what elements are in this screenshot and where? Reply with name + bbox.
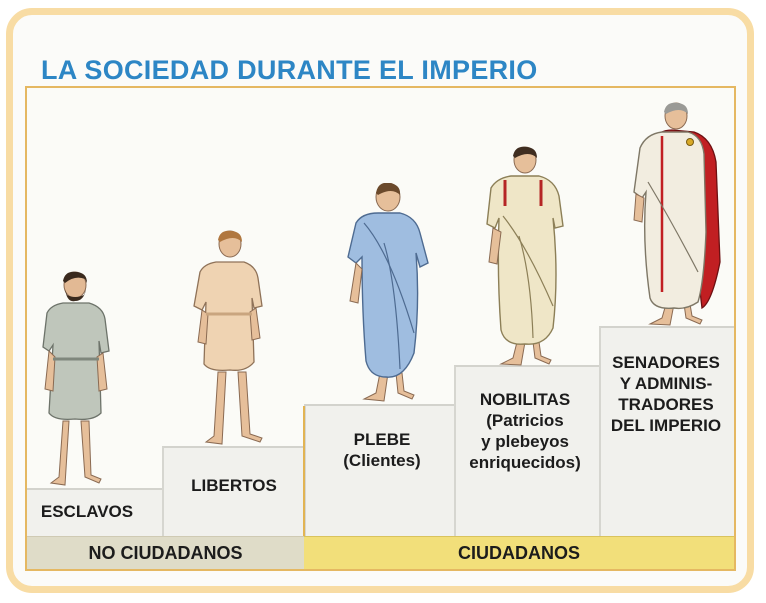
- label-esclavos: ESCLAVOS: [32, 501, 142, 522]
- band-no-ciudadanos: NO CIUDADANOS: [27, 536, 304, 569]
- step-esclavos: [27, 488, 162, 536]
- label-senadores: SENADORES Y ADMINIS- TRADORES DEL IMPERI…: [601, 352, 731, 436]
- label-line: (Patricios: [486, 411, 564, 430]
- plebeian-figure: [340, 183, 438, 405]
- slave-figure: [41, 271, 113, 489]
- citizenship-divider: [303, 406, 305, 569]
- label-nobilitas: NOBILITAS (Patricios y plebeyos enriquec…: [455, 389, 595, 473]
- label-line: y plebeyos: [481, 432, 569, 451]
- step-libertos: [162, 446, 304, 536]
- label-line: DEL IMPERIO: [610, 416, 722, 435]
- label-line: Y ADMINIS-: [619, 374, 713, 393]
- label-line: ESCLAVOS: [40, 502, 134, 521]
- diagram-title: LA SOCIEDAD DURANTE EL IMPERIO: [41, 55, 538, 85]
- step-plebe: [304, 404, 454, 536]
- label-line: NOBILITAS: [479, 390, 571, 409]
- label-libertos: LIBERTOS: [179, 475, 289, 496]
- band-ciudadanos: CIUDADANOS: [304, 536, 734, 569]
- label-line: PLEBE: [353, 430, 411, 449]
- step-nobilitas: [454, 365, 599, 536]
- social-pyramid-diagram: NO CIUDADANOS CIUDADANOS ESCLAVOS LIBERT…: [25, 86, 736, 571]
- label-line: TRADORES: [618, 395, 714, 414]
- label-line: (Clientes): [343, 451, 421, 470]
- senator-figure: [632, 102, 722, 328]
- step-senadores: [599, 326, 734, 536]
- nobilitas-figure: [483, 146, 569, 368]
- label-plebe: PLEBE (Clientes): [327, 429, 437, 471]
- label-line: LIBERTOS: [191, 476, 277, 495]
- freedman-figure: [190, 230, 272, 448]
- label-line: enriquecidos): [469, 453, 581, 472]
- label-line: SENADORES: [612, 353, 720, 372]
